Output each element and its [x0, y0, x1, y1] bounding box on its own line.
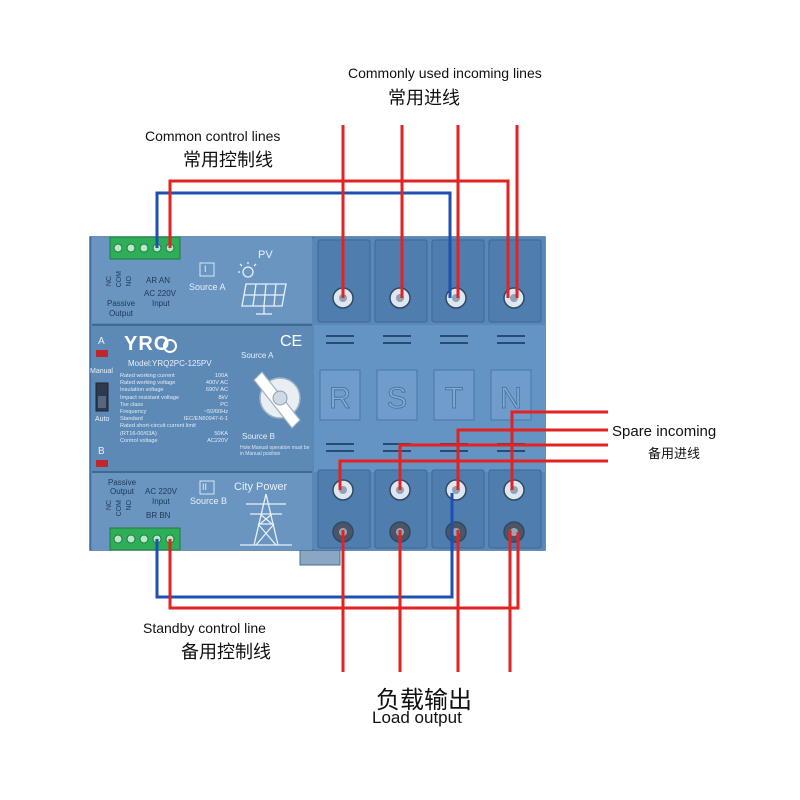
spec-name: Frequency — [120, 409, 147, 416]
phase-window-t — [433, 369, 475, 421]
bottom-com-label: COM — [116, 500, 123, 517]
source-a-handle-label: Source A — [241, 351, 274, 360]
phase-letter-r: R — [329, 382, 351, 415]
spec-name: Insulation voltage — [120, 387, 164, 394]
common-control-zh-label: 常用控制线 — [183, 150, 273, 171]
roman-2-box — [199, 480, 215, 495]
top-passive-label: Passive — [107, 299, 136, 308]
brand-logo-gear-icon — [163, 339, 177, 353]
load-output-zh-label: 负载输出 — [376, 686, 472, 714]
roman-1-box — [199, 262, 215, 277]
indicator-a-light — [96, 350, 108, 357]
spec-row: Impact resistant voltage 8kV — [120, 395, 228, 402]
roman-2-label: II — [202, 482, 208, 492]
spec-value: 690V AC — [205, 387, 228, 394]
spec-name: Rated working voltage — [120, 380, 176, 387]
spec-row: Insulation voltage 690V AC — [120, 387, 228, 394]
indicator-b-light — [96, 460, 108, 467]
auto-label: Auto — [95, 416, 110, 423]
spec-value: 100A — [214, 373, 228, 379]
spec-row: Frequency ~50/60Hz — [120, 409, 228, 416]
city-power-label: City Power — [234, 481, 288, 493]
rotary-handle[interactable] — [253, 371, 301, 429]
bottom-no-label: NO — [126, 500, 133, 511]
solar-panel-icon — [238, 262, 287, 315]
standby-control-zh-label: 备用控制线 — [181, 642, 271, 663]
top-output-label: Output — [109, 309, 134, 318]
source-b-bottom-label: Source B — [190, 496, 228, 506]
top-no-label: NO — [126, 276, 133, 287]
manual-label: Manual — [90, 368, 113, 375]
phase-window-r — [319, 369, 361, 421]
bottom-output-label: Output — [110, 487, 135, 496]
spec-row: (RT16-00/63A) 50KA — [120, 431, 228, 438]
spec-value: IEC/EN60947-6-1 — [183, 416, 228, 423]
spec-row: Standard IEC/EN60947-6-1 — [120, 416, 228, 423]
spec-name: (RT16-00/63A) — [120, 430, 157, 437]
power-pylon-icon — [240, 493, 292, 546]
vent-slots-top — [326, 335, 525, 344]
spare-incoming-en-label: Spare incoming — [612, 423, 717, 440]
load-output-en-label: Load output — [372, 708, 462, 727]
bottom-voltage-label: AC 220V — [145, 487, 178, 496]
source-b-handle-label: Source B — [242, 432, 275, 441]
spec-name: Impact resistant voltage — [120, 394, 180, 401]
top-nc-label: NC — [106, 276, 113, 287]
spec-row: Tse class PC — [120, 402, 228, 409]
spec-row: Control voltage AC220V — [120, 438, 228, 445]
screw-head — [510, 528, 518, 536]
spec-value: 8kV — [218, 394, 228, 401]
bottom-passive-label: Passive — [108, 478, 137, 487]
phase-letter-s: S — [387, 382, 407, 415]
phase-letter-t: T — [445, 382, 463, 415]
indicator-b-label: B — [98, 446, 105, 457]
common-incoming-zh-label: 常用进线 — [388, 88, 460, 109]
bottom-nc-label: NC — [106, 500, 113, 511]
common-control-en-label: Common control lines — [145, 128, 281, 144]
spare-incoming-zh-label: 备用进线 — [648, 447, 701, 462]
spec-name: Rated short-circuit current limit — [120, 423, 196, 430]
handle-note: Hole:Manual operation must be in Manual … — [240, 445, 310, 457]
spec-row: Rated working voltage 400V AC — [120, 380, 228, 387]
brand-logo: YRO — [124, 333, 171, 355]
spec-name: Rated working current — [120, 373, 175, 379]
top-ar-an-label: AR AN — [146, 276, 171, 285]
spec-value: 400V AC — [205, 380, 228, 387]
spec-row: Rated working current 100A — [120, 373, 228, 380]
pv-label: PV — [258, 249, 273, 261]
ce-mark: CE — [280, 333, 303, 350]
bottom-pole-columns — [317, 469, 542, 549]
spec-value: 50KA — [214, 430, 228, 437]
phase-letter-n: N — [500, 382, 522, 415]
bottom-terminal-block — [109, 527, 181, 551]
spec-name: Standard — [120, 416, 143, 423]
red-load-wires — [168, 530, 520, 672]
phase-window-s — [376, 369, 418, 421]
model-label: Model:YRQ2PC-125PV — [128, 359, 212, 368]
indicator-a-label: A — [98, 336, 105, 347]
bottom-input-label: Input — [152, 497, 170, 506]
spec-value: PC — [220, 401, 228, 408]
top-voltage-label: AC 220V — [144, 289, 177, 298]
standby-control-en-label: Standby control line — [143, 620, 266, 636]
spec-row: Rated short-circuit current limit — [120, 423, 228, 430]
source-a-top-label: Source A — [189, 282, 226, 292]
spec-value: AC220V — [207, 437, 228, 444]
spec-name: Control voltage — [120, 437, 158, 444]
blue-control-wires — [155, 191, 454, 599]
bottom-br-bn-label: BR BN — [146, 511, 171, 520]
roman-1-label: I — [204, 264, 207, 274]
red-spare-wires — [338, 410, 608, 490]
top-input-label: Input — [152, 299, 170, 308]
red-incoming-wires — [168, 125, 519, 298]
spec-value: ~50/60Hz — [203, 409, 228, 416]
top-com-label: COM — [116, 271, 123, 288]
spec-name: Tse class — [120, 401, 144, 408]
common-incoming-en-label: Commonly used incoming lines — [348, 65, 542, 81]
